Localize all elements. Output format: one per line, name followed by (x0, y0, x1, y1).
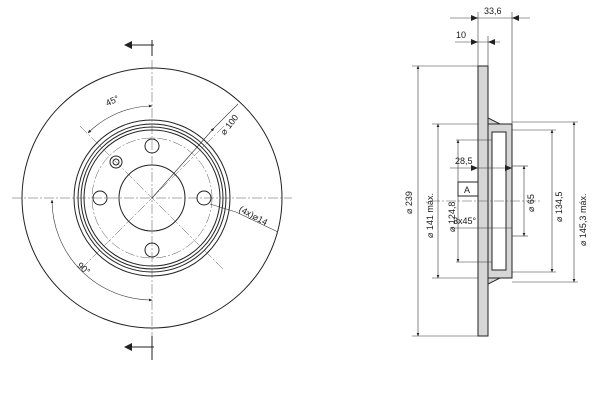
holes-label: (4x)⌀14 (237, 204, 269, 227)
locating-screw-hole (109, 155, 123, 169)
front-view: 45° 90° ⌀ 100 (4x)⌀14 (12, 40, 292, 360)
angle-90-label: 90° (75, 260, 92, 277)
overall-thickness-label: 33,6 (484, 6, 502, 16)
hub-diameter-label: ⌀ 134,5 (554, 192, 564, 222)
bore-diameter-label: ⌀ 65 (526, 194, 536, 212)
angle-45-label: 45° (104, 93, 121, 108)
outer-diameter-label: ⌀ 239 (404, 191, 414, 214)
bolt-circle-label: ⌀ 100 (218, 113, 240, 137)
friction-inner-label: ⌀ 141 máx. (425, 193, 435, 238)
chamfer-label: 3x45° (453, 216, 477, 226)
centering-bore-label: ⌀ 124,8 (447, 202, 457, 232)
hat-depth-label: 28,5 (455, 156, 473, 166)
disc-thickness-label: 10 (456, 30, 466, 40)
hub-max-label: ⌀ 145,3 máx. (578, 194, 588, 246)
section-view: 33,6 10 28,5 A 3x45° ⌀ 239 ⌀ 141 máx. ⌀ … (404, 6, 588, 337)
datum-label: A (464, 185, 470, 195)
